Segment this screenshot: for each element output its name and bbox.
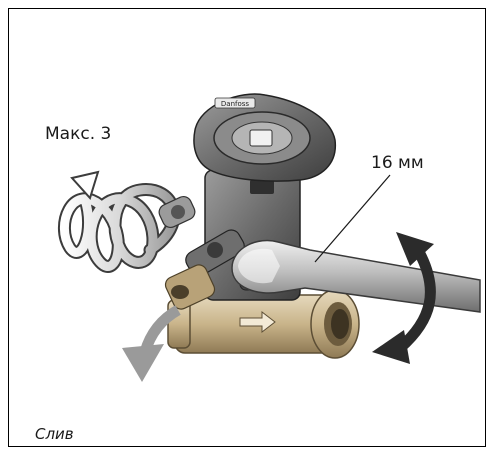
wrench-size-pointer bbox=[314, 174, 391, 263]
wrench-size-label: 16 мм bbox=[371, 153, 424, 173]
spiral-arrow-icon bbox=[57, 170, 181, 273]
wrench-icon bbox=[231, 239, 481, 313]
drain-fitting bbox=[158, 195, 245, 310]
drain-label: Слив bbox=[35, 425, 74, 443]
handwheel: Danfoss bbox=[193, 93, 336, 182]
brand-logo: Danfoss bbox=[221, 100, 250, 108]
rotation-arrow-icon bbox=[372, 232, 436, 364]
drain-arrow-icon bbox=[122, 305, 181, 382]
valve-body bbox=[167, 289, 360, 359]
max-turns-label: Макс. 3 bbox=[45, 124, 112, 144]
